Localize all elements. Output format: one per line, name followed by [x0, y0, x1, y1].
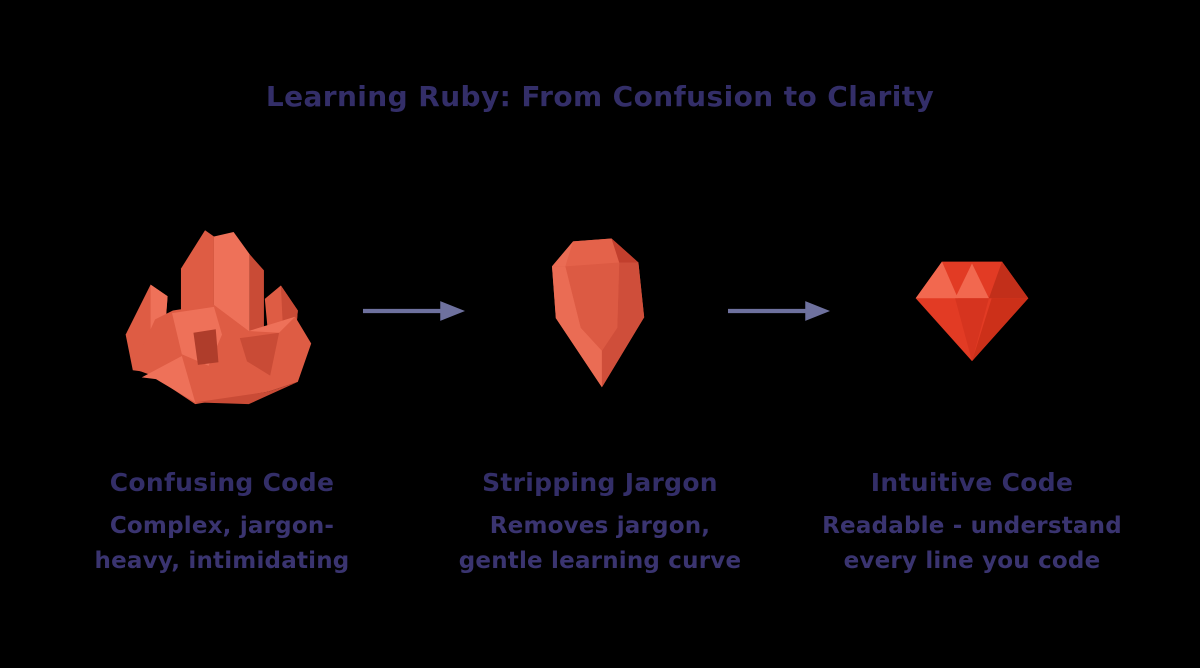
stage-description-line: Removes jargon, [489, 513, 711, 539]
rough-crystal-icon [125, 229, 312, 404]
stage-confusing-code: Confusing Code Complex, jargon- heavy, i… [52, 178, 392, 579]
stage-description-line: every line you code [843, 548, 1101, 574]
stage-heading: Confusing Code [109, 468, 335, 497]
stage-intuitive-code: Intuitive Code Readable - understand eve… [802, 178, 1142, 579]
stage-description: Removes jargon, gentle learning curve [459, 509, 742, 579]
stage-description-line: Readable - understand [822, 513, 1122, 539]
stage-description-line: heavy, intimidating [94, 548, 350, 574]
arrow-right-icon [362, 301, 466, 321]
stage-icon-area [52, 178, 392, 442]
stage-heading: Stripping Jargon [482, 468, 718, 497]
stage-description-line: Complex, jargon- [109, 513, 335, 539]
faceted-gem-icon [552, 238, 645, 388]
stage-heading: Intuitive Code [870, 468, 1074, 497]
polished-ruby-icon [915, 261, 1029, 362]
stage-description: Readable - understand every line you cod… [822, 509, 1122, 579]
stage-icon-area [802, 178, 1142, 442]
stage-description-line: gentle learning curve [458, 548, 742, 574]
arrow-right-icon [727, 301, 831, 321]
stage-icon-area [430, 178, 770, 442]
stage-description: Complex, jargon- heavy, intimidating [95, 509, 350, 579]
page-title: Learning Ruby: From Confusion to Clarity [265, 80, 935, 113]
stage-stripping-jargon: Stripping Jargon Removes jargon, gentle … [430, 178, 770, 579]
